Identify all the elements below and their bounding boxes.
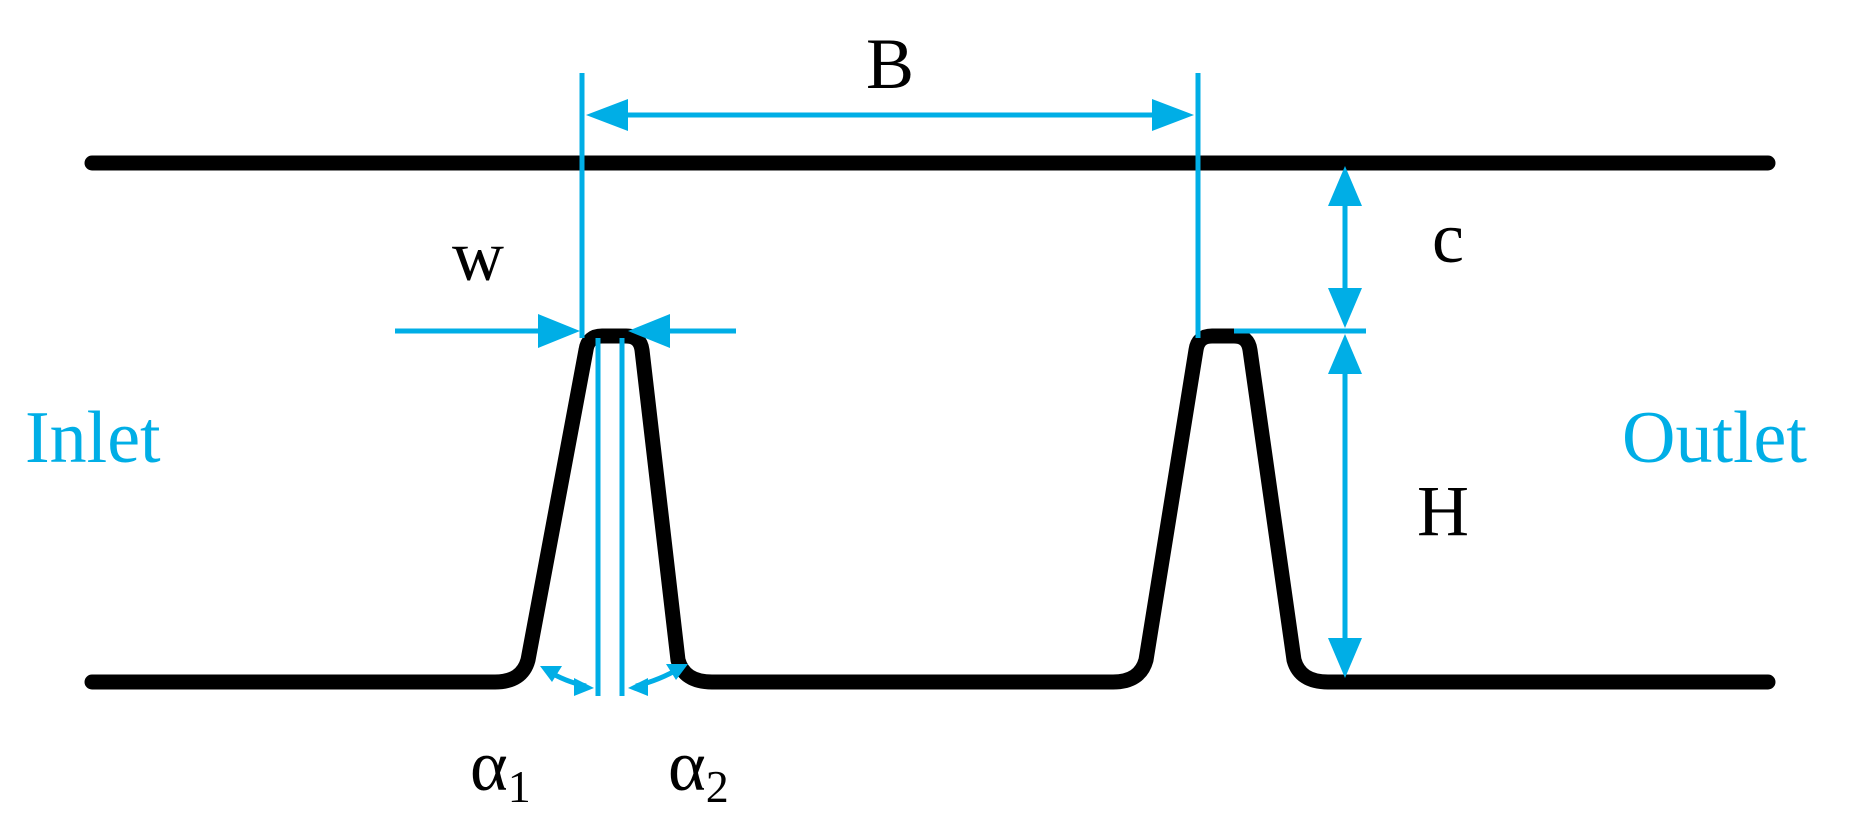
angle1-label: α1	[470, 726, 531, 812]
pitch-arrow-left	[586, 99, 628, 131]
clearance-label: c	[1432, 198, 1464, 278]
outlet-label: Outlet	[1622, 397, 1807, 479]
angle2-label: α2	[668, 726, 729, 812]
tooth-width-label: w	[452, 216, 504, 296]
angle2-arrow-left	[628, 678, 648, 696]
clearance-arrow-bottom	[1328, 288, 1362, 328]
angle1-arrow-left	[540, 666, 562, 682]
inlet-label: Inlet	[25, 397, 161, 479]
angle1-symbol: α	[470, 726, 508, 806]
angle1-subscript: 1	[508, 761, 531, 812]
height-arrow-bottom	[1328, 638, 1362, 678]
width-arrow-right	[628, 314, 670, 348]
pitch-label: B	[866, 24, 914, 104]
bottom-wall-with-teeth	[84, 328, 1776, 690]
angle1-arrow-right	[574, 678, 594, 696]
clearance-arrow-top	[1328, 166, 1362, 206]
height-arrow-top	[1328, 334, 1362, 374]
width-arrow-left	[538, 314, 580, 348]
angle2-symbol: α	[668, 726, 706, 806]
angle2-subscript: 2	[706, 761, 729, 812]
tooth-height-label: H	[1417, 471, 1469, 551]
seal-geometry	[84, 155, 1776, 690]
arrowheads	[538, 99, 1362, 696]
pitch-arrow-right	[1152, 99, 1194, 131]
angle2-arrow-right	[666, 664, 688, 680]
